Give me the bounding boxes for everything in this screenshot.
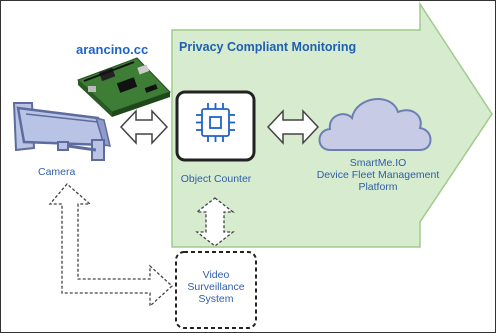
video-label-line2: Surveillance	[187, 281, 245, 293]
object-counter-box	[175, 90, 256, 162]
video-label-line1: Video	[202, 269, 230, 281]
board-icon	[77, 57, 171, 117]
dashed-elbow-arrow	[48, 183, 173, 308]
double-arrow-icon	[119, 109, 169, 145]
object-counter-label: Object Counter	[180, 173, 252, 185]
platform-label: SmartMe.IO Device Fleet Management Platf…	[305, 157, 451, 193]
chip-icon	[196, 103, 235, 142]
camera-icon	[12, 102, 111, 161]
site-name: arancino.cc	[76, 42, 149, 57]
video-label: Video Surveillance System	[176, 269, 256, 305]
cloud-icon	[318, 98, 432, 151]
video-surveillance-box	[175, 251, 257, 329]
video-label-line3: System	[198, 293, 234, 305]
double-arrow-icon	[195, 197, 235, 247]
platform-label-line1: SmartMe.IO	[349, 157, 407, 169]
platform-label-line3: Platform	[358, 181, 398, 193]
double-arrow-icon	[266, 109, 320, 145]
banner-title: Privacy Compliant Monitoring	[179, 40, 357, 54]
camera-label: Camera	[38, 166, 76, 178]
platform-label-line2: Device Fleet Management	[316, 169, 440, 181]
